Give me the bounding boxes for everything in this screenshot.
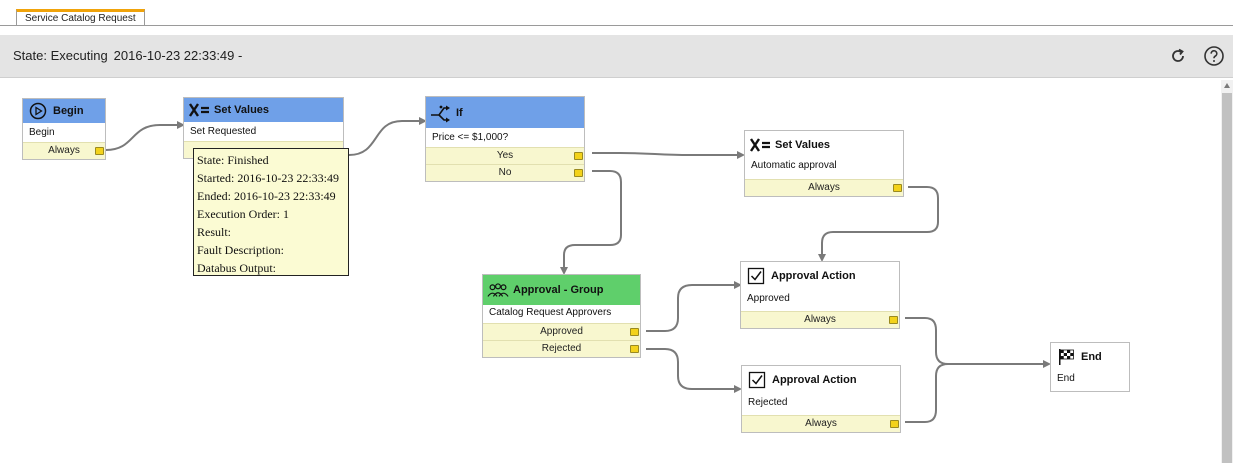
output-port[interactable] [574,152,583,160]
branch-icon [430,103,452,123]
state-text: State: Executing 2016-10-23 22:33:49 - [13,48,242,63]
node-approval-action-rejected[interactable]: Approval Action Rejected Always [741,365,901,433]
node-set-values-2-title: Set Values [775,138,831,151]
node-approval-group-header: Approval - Group [483,275,640,305]
tooltip-fault-description: Fault Description: [197,243,284,257]
node-begin-title: Begin [53,105,84,117]
wire-if-no-to-approval [563,170,622,273]
condition-label: Approved [540,326,583,337]
node-if-subtitle: Price <= $1,000? [432,132,509,143]
node-set-values-2-subtitle: Automatic approval [751,160,837,171]
node-if-condition-yes: Yes [426,147,584,164]
wire-rejected-to-approval2 [646,348,740,390]
tooltip-state: State: Finished [197,153,269,167]
output-port[interactable] [574,169,583,177]
node-approval-action-approved[interactable]: Approval Action Approved Always [740,261,900,329]
tab-bar: Service Catalog Request [0,0,1233,26]
help-button[interactable] [1201,43,1227,69]
output-port[interactable] [893,184,902,192]
condition-label: Rejected [541,343,582,354]
condition-label: Always [804,314,836,325]
node-if-condition-no: No [426,164,584,181]
node-end-subtitle: End [1057,373,1075,384]
node-if[interactable]: If Price <= $1,000? Yes No [425,96,585,182]
node-approval-group-condition-approved: Approved [483,323,640,340]
node-approval-action-2-subtitle: Rejected [748,397,788,408]
condition-label: Always [808,182,840,193]
state-timestamp: 2016-10-23 22:33:49 - [113,48,243,63]
node-begin-subtitle: Begin [29,127,55,138]
scroll-up-arrow-icon[interactable] [1224,83,1230,88]
output-port[interactable] [630,345,639,353]
node-begin-condition-always: Always [23,142,105,159]
node-approval-group[interactable]: Approval - Group Catalog Request Approve… [482,274,641,358]
node-approval-action-1-subtitle: Approved [747,293,790,304]
scrollbar-thumb[interactable] [1222,93,1232,463]
wire-setvalues-to-if [348,120,425,156]
checkbox-icon [746,370,768,390]
set-values-icon [188,100,210,120]
tab-divider [0,25,1233,26]
node-approval-action-2-title: Approval Action [772,374,857,386]
workflow-header: State: Executing 2016-10-23 22:33:49 - [0,35,1233,78]
wire-approval1-to-end [905,317,1049,365]
node-if-header: If [426,97,584,128]
node-approval-action-2-header: Approval Action [742,366,900,394]
node-approval-action-1-condition-always: Always [741,311,899,328]
node-approval-group-condition-rejected: Rejected [483,340,640,357]
tooltip-started: Started: 2016-10-23 22:33:49 [197,171,339,185]
node-end-title: End [1081,351,1102,363]
set-values-icon [749,135,771,155]
condition-label: No [498,167,512,178]
node-end[interactable]: End End [1050,342,1130,392]
node-set-values-header: Set Values [184,98,343,122]
checkbox-icon [745,266,767,286]
node-begin-header: Begin [23,99,105,123]
checkered-flag-icon [1055,347,1077,367]
output-port[interactable] [630,328,639,336]
wire-begin-to-setvalues [105,124,183,151]
refresh-button[interactable] [1165,43,1191,69]
wire-if-yes-to-setvalues2 [592,152,743,156]
tooltip-databus-output: Databus Output: [197,261,276,275]
tooltip-result: Result: [197,225,232,239]
tab-service-catalog-request[interactable]: Service Catalog Request [16,9,145,26]
output-port[interactable] [889,316,898,324]
state-label: State: Executing [13,48,108,63]
node-set-values-2-condition-always: Always [745,179,903,196]
node-approval-group-title: Approval - Group [513,284,604,296]
refresh-icon [1172,48,1184,62]
play-icon [27,101,49,121]
output-port[interactable] [890,420,899,428]
condition-label: Yes [496,150,514,161]
condition-label: Always [48,145,80,156]
wire-approved-to-approval1 [646,284,740,332]
node-approval-action-1-title: Approval Action [771,270,856,282]
node-end-header: End [1051,343,1129,371]
wire-approval2-to-end [905,363,949,423]
help-icon [1204,46,1224,66]
node-set-values-automatic[interactable]: Set Values Automatic approval Always [744,130,904,197]
tooltip-ended: Ended: 2016-10-23 22:33:49 [197,189,336,203]
group-icon [487,280,509,300]
node-approval-action-2-condition-always: Always [742,415,900,432]
activity-tooltip: State: Finished Started: 2016-10-23 22:3… [193,148,349,276]
node-approval-group-subtitle: Catalog Request Approvers [489,307,612,318]
output-port[interactable] [95,147,104,155]
condition-label: Always [805,418,837,429]
node-if-title: If [456,106,463,119]
wire-setvalues2-to-approval1 [821,186,939,260]
node-approval-action-1-header: Approval Action [741,262,899,290]
node-set-values-subtitle: Set Requested [190,126,257,137]
node-begin[interactable]: Begin Begin Always [22,98,106,160]
tooltip-execution-order: Execution Order: 1 [197,207,289,221]
node-set-values-title: Set Values [214,104,270,116]
node-set-values-2-header: Set Values [745,131,903,158]
